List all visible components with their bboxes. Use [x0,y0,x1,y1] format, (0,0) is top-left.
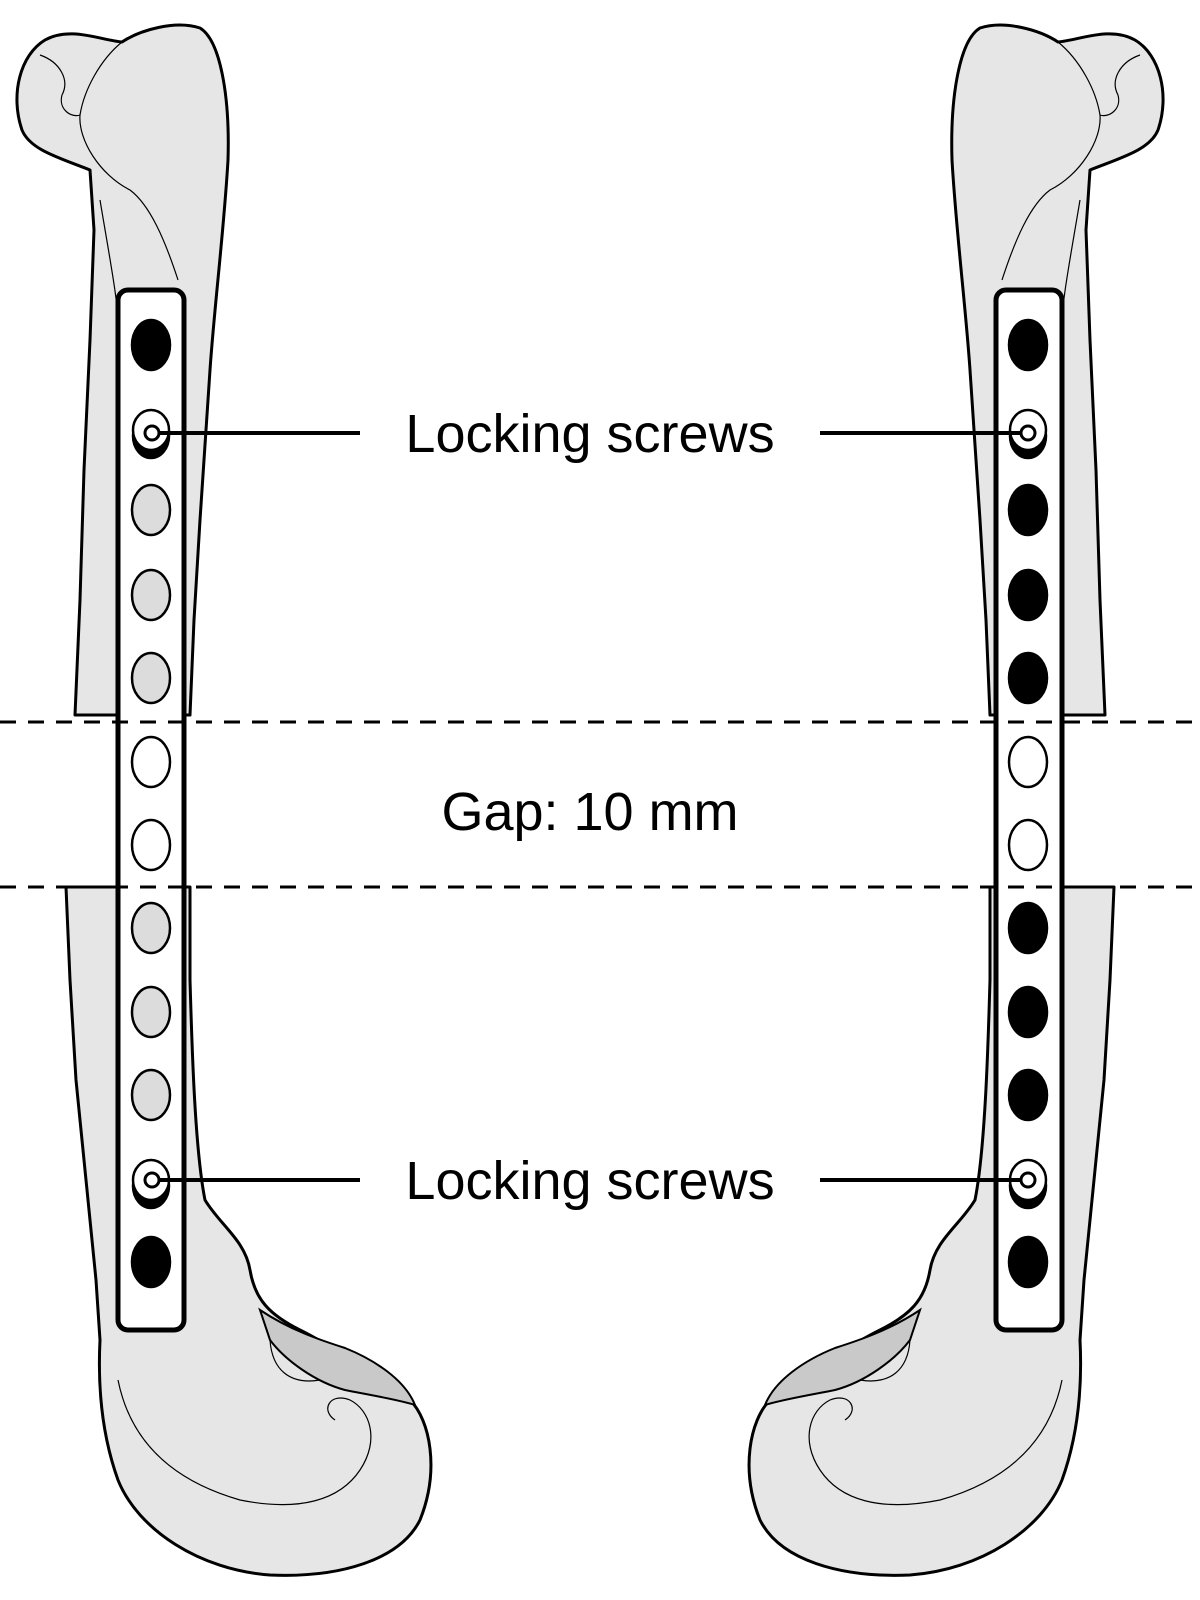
left-plate-hole-3-gray [130,483,172,537]
label-locking-screws-bottom: Locking screws [405,1151,774,1211]
right-plate-hole-7-empty [1007,818,1049,872]
leader-dot-bottom-left [143,1171,161,1189]
left-plate-hole-4-gray [130,568,172,622]
right-plate-hole-9-filled [1007,985,1049,1039]
left-bone-condyle-contour-2 [269,1339,321,1382]
label-gap: Gap: 10 mm [441,782,738,842]
right-plate-hole-5-filled [1007,651,1049,705]
right-bone-condyle-contour [808,1379,1063,1506]
right-plate-hole-10-filled [1007,1068,1049,1122]
right-bone-condyle-shadow [763,1307,922,1407]
left-plate-hole-10-gray [130,1068,172,1122]
left-bone-head-contour [79,41,179,281]
left-plate-hole-9-gray [130,985,172,1039]
left-bone [15,23,433,1577]
label-locking-screws-top: Locking screws [405,404,774,464]
left-bone-condyle-contour [117,1379,372,1506]
right-plate-hole-1-filled [1007,318,1049,372]
left-plate-hole-6-empty [130,735,172,789]
right-bone [747,23,1165,1577]
right-plate-hole-4-filled [1007,568,1049,622]
right-bone-condyle-contour-2 [859,1339,911,1382]
left-plate-hole-7-empty [130,818,172,872]
left-plate [115,287,187,1333]
right-plate-hole-8-filled [1007,901,1049,955]
left-plate-hole-12-filled [130,1235,172,1289]
leader-dot-top-left [143,424,161,442]
left-plate-holes [130,318,172,1289]
right-bone-trochanter-contour [1099,54,1141,117]
right-plate-hole-3-filled [1007,483,1049,537]
left-bone-condyle-shadow [258,1307,417,1407]
right-plate [993,287,1065,1333]
leader-dot-bottom-right [1019,1171,1037,1189]
leader-dot-top-right [1019,424,1037,442]
left-bone-trochanter-contour [39,54,81,117]
right-plate-hole-12-filled [1007,1235,1049,1289]
right-bone-head-contour [1001,41,1101,281]
right-plate-hole-6-empty [1007,735,1049,789]
left-plate-hole-5-gray [130,651,172,705]
left-plate-hole-8-gray [130,901,172,955]
left-plate-hole-1-filled [130,318,172,372]
